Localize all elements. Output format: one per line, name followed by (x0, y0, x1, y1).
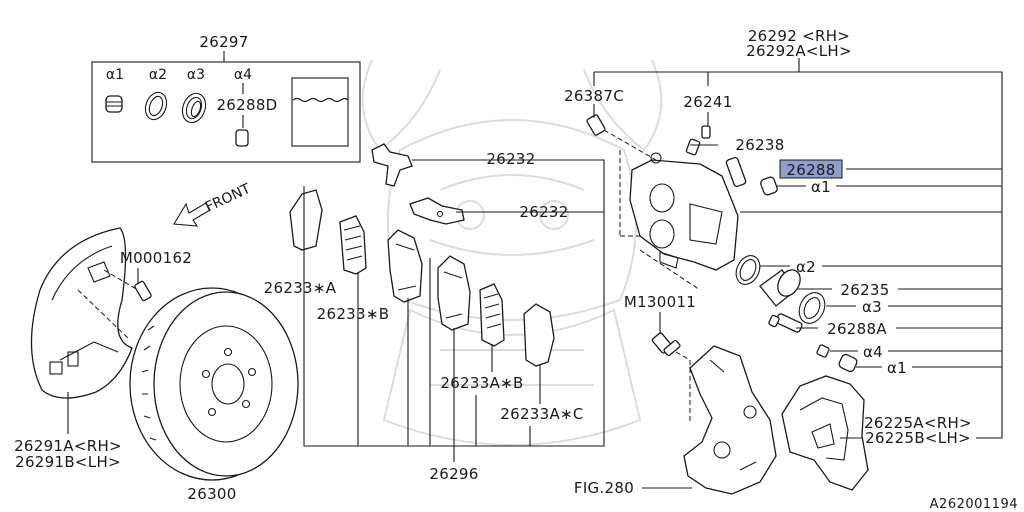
label-a1b: α1 (887, 359, 907, 377)
pin-26288-part (725, 156, 843, 188)
label-26232-mid: 26232 (519, 203, 568, 221)
label-26291a: 26291A<RH> (14, 437, 122, 455)
kit-a4-part: 26288D (216, 96, 277, 114)
label-26233a: 26233∗A (264, 279, 337, 297)
label-a4: α4 (863, 343, 883, 361)
kit-26297: 26297 α1 α2 α3 α4 26288D (91, 33, 361, 163)
label-26292: 26292 <RH> (748, 27, 850, 45)
pin-26288a-part (768, 313, 803, 333)
pad-26233ac-part (523, 303, 555, 367)
label-26225a: 26225A<RH> (864, 414, 972, 432)
kit-item-a4: α4 (234, 67, 252, 83)
dust-seal-a3-part (798, 292, 826, 324)
pad-outer-part (437, 255, 471, 331)
highlight-26288 (779, 159, 843, 179)
label-26241: 26241 (683, 93, 732, 111)
bleeder-26241-part (685, 125, 711, 156)
label-26238: 26238 (735, 136, 784, 154)
caliper-leader-lines (593, 58, 1003, 489)
shim-26232-mid-part (409, 197, 465, 225)
shim-26232-top-part (371, 143, 413, 187)
label-m130011: M130011 (624, 293, 696, 311)
kit-item-a1: α1 (106, 67, 124, 83)
label-26296: 26296 (429, 465, 478, 483)
pin-a4-part (816, 344, 830, 358)
label-26225b: 26225B<LH> (865, 429, 971, 447)
bolt-m130011-part (651, 332, 681, 357)
front-label: FRONT (203, 181, 254, 216)
label-26235: 26235 (840, 281, 889, 299)
kit-label: 26297 (199, 33, 248, 51)
boot-part-icon (105, 95, 123, 113)
label-26288-a1: α1 (811, 178, 831, 196)
label-a2: α2 (796, 258, 816, 276)
pad-26233b-part (339, 215, 367, 275)
steering-knuckle-part (683, 345, 777, 495)
caliper-body-part (629, 152, 739, 271)
front-direction-arrow: FRONT (173, 181, 254, 227)
bolt-m000162-part (134, 280, 152, 302)
brake-rotor-part (129, 287, 299, 481)
label-26300: 26300 (187, 485, 236, 503)
label-26233b: 26233∗B (317, 305, 390, 323)
pad-26233a-part (289, 189, 323, 251)
label-26233ac: 26233A∗C (500, 405, 583, 423)
label-26291b: 26291B<LH> (15, 453, 121, 471)
dust-seal-icon (181, 92, 207, 124)
label-26232-top: 26232 (486, 150, 535, 168)
caliper-dashed-guides (603, 129, 701, 424)
label-26288: 26288 (786, 161, 835, 179)
kit-item-a3: α3 (187, 67, 205, 83)
dust-cover-part (30, 227, 133, 399)
seal-ring-icon (144, 91, 168, 121)
label-26233ab: 26233A∗B (440, 374, 523, 392)
grease-packet-icon (291, 77, 349, 147)
piston-26235-part (759, 269, 801, 307)
bolt-26387c-part (586, 114, 606, 136)
label-26288a: 26288A (827, 320, 887, 338)
label-fig280: FIG.280 (574, 479, 634, 497)
pad-inner-part (387, 229, 423, 303)
pin-part-icon (235, 129, 249, 147)
seal-a2-part (735, 255, 761, 285)
diagram-id: A262001194 (930, 497, 1018, 512)
label-26292a: 26292A<LH> (746, 42, 852, 60)
pad-set-26296-bracket (303, 159, 605, 462)
pad-26233ab-part (479, 283, 505, 347)
label-26387c: 26387C (564, 87, 624, 105)
support-bracket-part (781, 375, 869, 491)
kit-item-a2: α2 (149, 67, 167, 83)
boot-a1b-part (838, 353, 858, 373)
boot-a1-part (760, 176, 778, 196)
label-m000162: M000162 (120, 249, 192, 267)
label-a3: α3 (862, 298, 882, 316)
